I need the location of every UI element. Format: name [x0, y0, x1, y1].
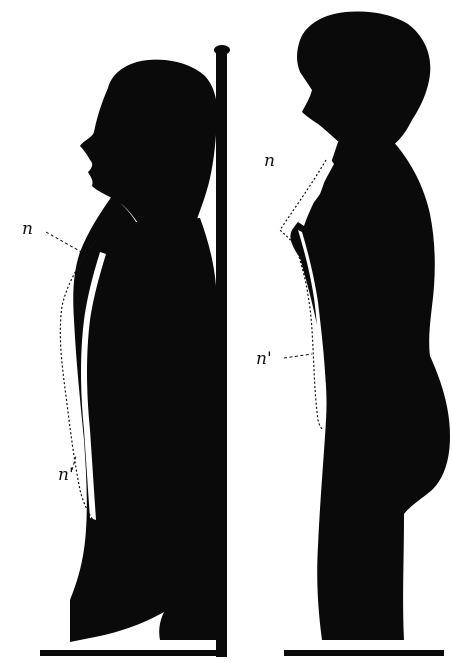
- label-left-n-prime: n': [58, 465, 74, 485]
- left-figure-silhouette: [40, 60, 224, 656]
- label-right-n: n: [264, 151, 275, 171]
- right-figure-silhouette: [284, 12, 450, 657]
- label-right-n-prime: n': [256, 349, 272, 369]
- label-left-n: n: [22, 219, 33, 239]
- right-n-prime-leader: [284, 354, 312, 358]
